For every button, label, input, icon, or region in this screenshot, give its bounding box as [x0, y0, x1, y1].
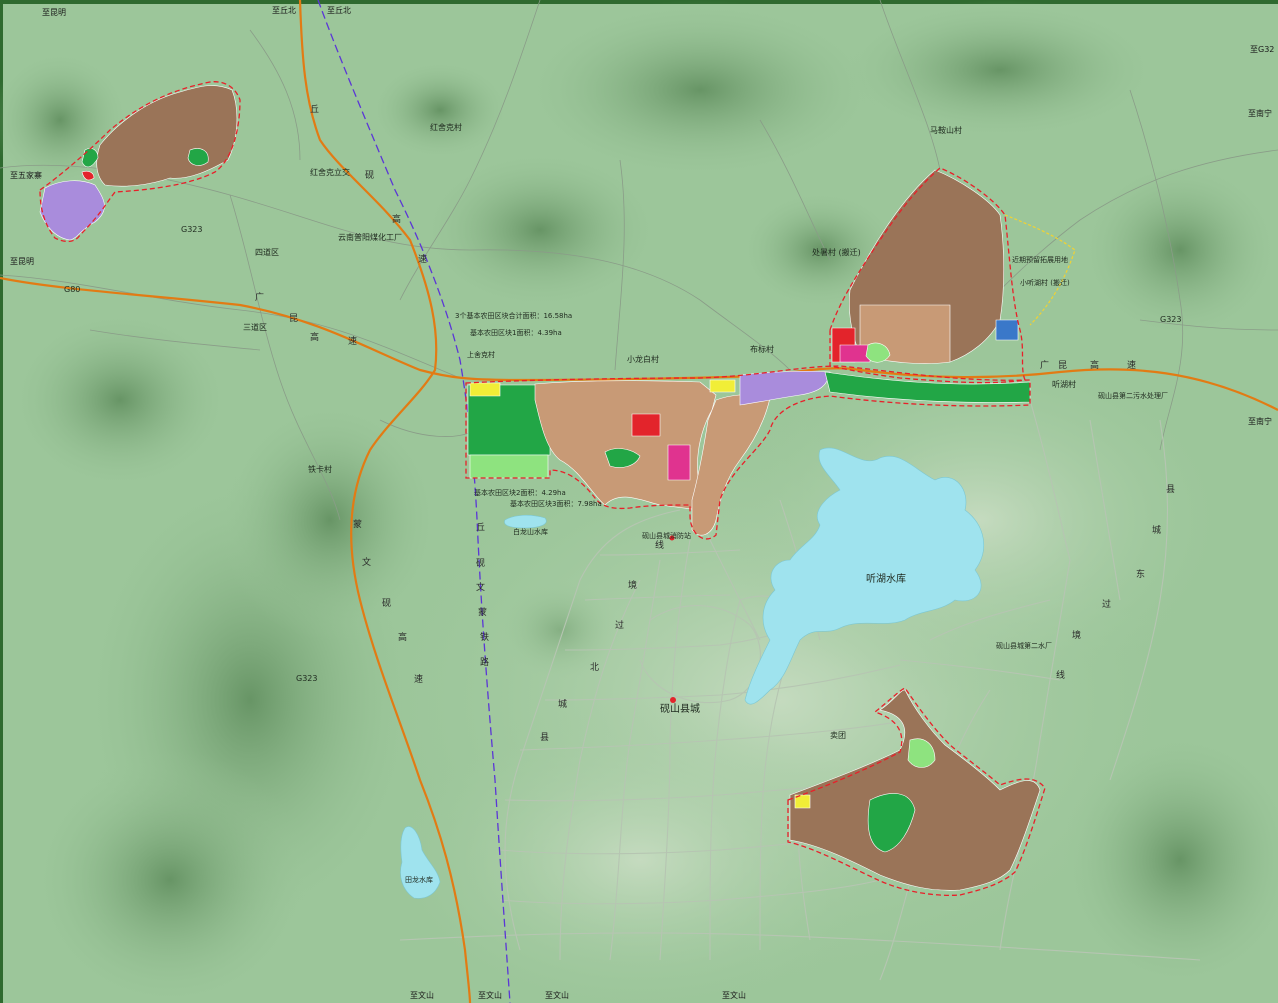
county-north-3: 过	[615, 619, 624, 631]
vertical-labels: 丘 砚 高 速 广 昆 高 速 蒙 文 砚 高 速 丘 砚 文 蒙 铁 路 县 …	[255, 104, 1175, 743]
edge-labels: 至昆明 至丘北 至丘北 至G32 至南宁 至南宁 至五家寨 至昆明 至文山 至文…	[10, 6, 1274, 1000]
road-labels: G323 G323 G323 G80	[64, 225, 1181, 683]
guangkun-hw-2: 高	[310, 331, 319, 343]
label-tinghucun: 听湖村	[1052, 379, 1076, 389]
label-tinghu-reservoir: 听湖水库	[866, 572, 906, 585]
qiuyan-rail-1: 砚	[476, 558, 485, 569]
tinghu-reservoir	[744, 447, 984, 705]
road-label-g323-south: G323	[296, 674, 317, 683]
label-tianlong-reservoir: 田龙水库	[405, 875, 433, 884]
edge-label-top-a: 至丘北	[272, 6, 296, 15]
qiuyan-rail-5: 路	[480, 656, 489, 668]
edge-label-top-b: 至丘北	[327, 6, 351, 15]
label-yanshan-fire: 砚山县城消防站	[642, 531, 691, 540]
annotation-farm-total: 3个基本农田区块合计面积：16.58ha	[455, 311, 572, 320]
edge-label-top-left: 至昆明	[42, 8, 66, 17]
qiuyan-hw-3: 速	[418, 254, 427, 265]
label-shangshe: 上舍克村	[467, 350, 495, 359]
road-label-g80: G80	[64, 285, 80, 294]
label-yanshan-city: 砚山县城	[660, 703, 700, 715]
label-yunnan-factory: 云南普阳煤化工厂	[338, 232, 402, 242]
water-bodies	[400, 447, 984, 899]
label-bubiao: 布标村	[750, 344, 774, 354]
qiuyan-hw-0: 丘	[310, 104, 319, 115]
qiuyan-rail-4: 铁	[480, 631, 489, 643]
guangkun-east-1: 昆	[1058, 360, 1067, 371]
label-masha: 马鞍山村	[930, 125, 962, 135]
road-label-g323-east: G323	[1160, 315, 1181, 324]
edge-label-bottom-4: 至文山	[722, 990, 746, 1000]
label-factory-east: 砚山县第二污水处理厂	[1098, 391, 1168, 400]
mengwen-hw-1: 文	[362, 556, 371, 568]
mengwen-hw-0: 蒙	[353, 518, 362, 530]
annotation-farm-3: 基本农田区块3面积：7.98ha	[510, 499, 602, 508]
edge-label-left-1: 至五家寨	[10, 170, 42, 180]
fire-station-icon	[669, 535, 675, 541]
label-bailong-reservoir: 白龙山水库	[513, 527, 548, 536]
guangkun-east-0: 广	[1040, 359, 1049, 371]
edge-label-right-1: 至南宁	[1248, 108, 1272, 118]
city-road-grid	[399, 399, 1201, 981]
label-tuan: 卖团	[830, 731, 846, 740]
label-planned-reservoir: 近期预留拓展用地	[1012, 255, 1068, 264]
guangkun-east-3: 速	[1127, 360, 1136, 371]
label-water-plant: 砚山县城第二水厂	[996, 641, 1052, 650]
qiuyan-hw-2: 高	[392, 213, 401, 225]
county-north-4: 境	[628, 579, 637, 591]
zone-northeast	[829, 167, 1076, 384]
label-xiaotinghu: 小听湖村 (搬迁)	[1020, 278, 1070, 287]
qiuyan-rail-3: 蒙	[478, 606, 487, 618]
qiuyan-rail-2: 文	[476, 581, 485, 593]
mengwen-hw-2: 砚	[382, 598, 391, 609]
guangkun-hw-3: 速	[348, 336, 357, 347]
edge-label-bottom-1: 至文山	[410, 990, 434, 1000]
mengwen-hw-4: 速	[414, 674, 423, 685]
qiuyan-hw-1: 砚	[365, 170, 374, 181]
edge-label-right-2: 至南宁	[1248, 416, 1272, 426]
place-labels: 红舍克村 红舍克立交 云南普阳煤化工厂 四道区 三道区 上舍克村 铁卡村 小龙白…	[243, 122, 1168, 884]
label-hongshe: 红舍克村	[430, 122, 462, 132]
county-east-1: 城	[1152, 525, 1161, 536]
label-hongshe-interchange: 红舍克立交	[310, 167, 350, 177]
county-north-1: 城	[558, 699, 567, 710]
road-label-g323-west: G323	[181, 225, 202, 234]
county-east-4: 境	[1072, 629, 1081, 641]
county-east-0: 县	[1166, 484, 1175, 495]
edge-label-bottom-2: 至文山	[478, 990, 502, 1000]
label-sandaoqu: 三道区	[243, 322, 267, 332]
edge-label-left-2: 至昆明	[10, 257, 34, 266]
county-north-5: 线	[655, 539, 664, 551]
annotation-farm-1: 基本农田区块1面积：4.39ha	[470, 328, 562, 337]
label-chushu: 处暑村 (搬迁)	[812, 247, 861, 257]
label-tiekacun: 铁卡村	[308, 464, 332, 474]
farmland-annotations: 3个基本农田区块合计面积：16.58ha 基本农田区块1面积：4.39ha 基本…	[455, 311, 602, 508]
guangkun-east-2: 高	[1090, 359, 1099, 371]
county-north-0: 县	[540, 732, 549, 743]
mengwen-hw-3: 高	[398, 631, 407, 643]
zone-southeast	[787, 687, 1046, 896]
city-star-icon	[670, 697, 676, 703]
guangkun-hw-1: 昆	[289, 313, 298, 324]
county-east-3: 过	[1102, 598, 1111, 610]
zone-northwest	[39, 81, 241, 243]
tianlong-reservoir	[400, 826, 441, 899]
county-east-2: 东	[1136, 568, 1145, 580]
edge-label-bottom-3: 至文山	[545, 990, 569, 1000]
label-sidaoqu: 四道区	[255, 247, 279, 257]
qiuyan-rail-0: 丘	[476, 522, 485, 533]
annotation-farm-2: 基本农田区块2面积：4.29ha	[474, 488, 566, 497]
zone-central	[465, 365, 1031, 540]
county-east-5: 线	[1056, 669, 1065, 681]
bailong-reservoir	[504, 514, 547, 529]
county-north-2: 北	[590, 662, 599, 673]
guangkun-hw-0: 广	[255, 291, 264, 303]
edge-label-top-right: 至G32	[1250, 45, 1274, 54]
label-xiaolongbai: 小龙白村	[627, 354, 659, 364]
